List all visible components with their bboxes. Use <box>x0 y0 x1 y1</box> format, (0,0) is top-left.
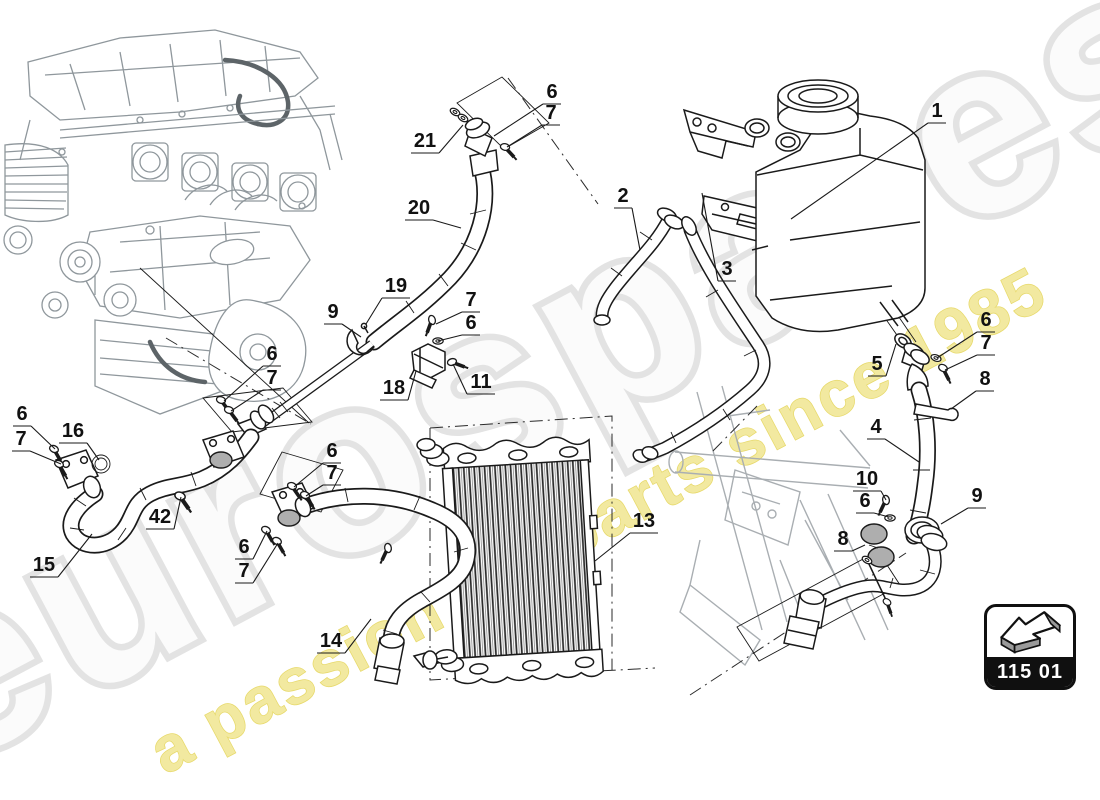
callout-leader <box>701 192 736 282</box>
callout-number-10: 10 <box>856 468 878 490</box>
callout-number-7: 7 <box>980 332 991 354</box>
callout-number-9: 9 <box>327 301 338 323</box>
callout-leader <box>506 124 560 148</box>
callout-leader <box>30 533 93 578</box>
callout-number-19: 19 <box>385 275 407 297</box>
callout-number-11: 11 <box>470 371 491 393</box>
callout-number-1: 1 <box>931 100 942 122</box>
callout-leader <box>293 462 341 488</box>
callout-leader <box>867 438 920 463</box>
callout-number-20: 20 <box>408 197 430 219</box>
cooler-top-port <box>416 437 450 467</box>
callout-number-13: 13 <box>633 510 655 532</box>
callout-number-6: 6 <box>465 312 476 334</box>
hose-14-drawing <box>255 479 477 685</box>
callout-number-16: 16 <box>62 420 84 442</box>
callout-number-7: 7 <box>326 462 337 484</box>
callout-number-6: 6 <box>16 403 27 425</box>
engine-sketch <box>3 29 343 424</box>
elbow-hose-drawing <box>783 493 948 650</box>
callout-number-8: 8 <box>837 528 848 550</box>
callout-leader <box>223 365 281 402</box>
callout-leader <box>235 530 268 560</box>
callout-number-6: 6 <box>859 490 870 512</box>
callout-leader <box>411 124 464 154</box>
callout-leader <box>324 323 362 338</box>
callout-leader <box>317 618 372 654</box>
callout-leader <box>853 490 887 501</box>
callout-number-7: 7 <box>465 289 476 311</box>
callout-leader <box>365 297 410 325</box>
callout-leader <box>59 442 100 461</box>
callout-number-6: 6 <box>980 309 991 331</box>
callout-leader <box>614 207 641 251</box>
callout-leader <box>834 544 866 552</box>
hose-strap-8 <box>913 403 959 422</box>
callout-number-15: 15 <box>33 554 55 576</box>
hose-20-drawing <box>365 106 522 351</box>
callout-number-2: 2 <box>617 185 628 207</box>
callout-leader <box>868 343 897 377</box>
callout-leader <box>790 122 946 220</box>
callout-leader <box>493 103 561 137</box>
callout-leader <box>856 512 890 518</box>
callout-number-6: 6 <box>238 536 249 558</box>
callout-number-21: 21 <box>414 130 436 152</box>
callout-number-3: 3 <box>721 258 732 280</box>
oil-tank-drawing <box>682 79 926 333</box>
callout-leader <box>380 370 417 401</box>
callout-leader <box>940 507 986 525</box>
callout-leader <box>146 496 182 530</box>
section-code-band: 115 01 <box>987 657 1073 687</box>
callout-number-18: 18 <box>383 377 405 399</box>
callout-number-7: 7 <box>15 428 26 450</box>
callout-leader <box>437 334 480 342</box>
callout-number-9: 9 <box>971 485 982 507</box>
oil-cooler-drawing <box>416 436 604 685</box>
diagram-parts <box>43 79 959 685</box>
callout-leader <box>950 390 994 410</box>
callout-leader <box>594 532 658 562</box>
callout-number-14: 14 <box>320 630 343 652</box>
callout-leader <box>13 425 56 450</box>
callout-leader <box>230 389 281 412</box>
callout-number-4: 4 <box>870 416 882 438</box>
hose-2-drawing <box>593 207 685 326</box>
callout-number-6: 6 <box>326 440 337 462</box>
diagram-section-badge: 115 01 <box>984 604 1076 690</box>
callout-number-7: 7 <box>238 560 249 582</box>
callout-number-8: 8 <box>979 368 990 390</box>
callout-number-6: 6 <box>546 81 557 103</box>
callout-number-5: 5 <box>871 353 882 375</box>
callout-leader <box>936 331 995 359</box>
callout-number-7: 7 <box>266 367 277 389</box>
hose-15-drawing <box>43 428 260 554</box>
callout-leader <box>235 542 279 584</box>
bracket-18-drawing <box>408 312 470 389</box>
direction-arrow-icon <box>987 607 1073 657</box>
section-code: 115 01 <box>996 660 1064 683</box>
callout-number-6: 6 <box>266 343 277 365</box>
callout-leader <box>405 219 462 229</box>
callout-leader <box>305 484 341 497</box>
callout-leader <box>944 354 995 371</box>
callout-leader <box>12 450 62 465</box>
callout-leader <box>452 363 495 395</box>
hose-4-drawing <box>894 333 959 545</box>
hose-3-drawing <box>632 216 771 464</box>
callout-number-42: 42 <box>149 506 171 528</box>
callout-leader <box>435 311 480 325</box>
callout-number-7: 7 <box>545 102 556 124</box>
